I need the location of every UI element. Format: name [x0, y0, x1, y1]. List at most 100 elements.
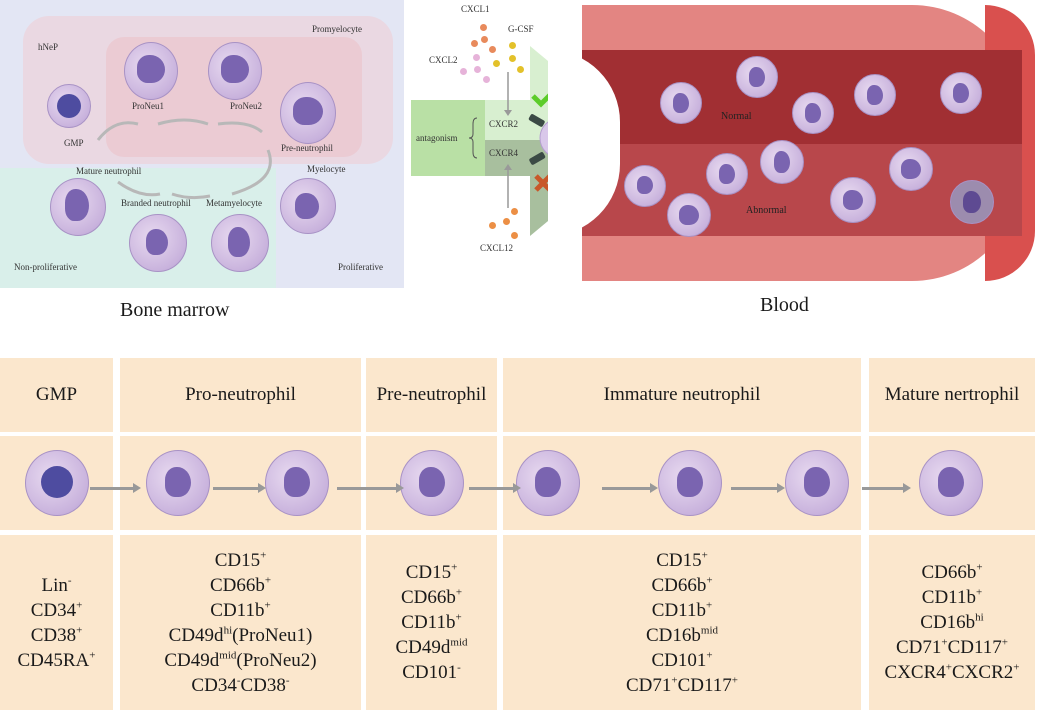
antagonism-label: antagonism: [416, 133, 458, 143]
arrow-proneu2-to-pre: [217, 121, 263, 134]
myelocyte-cell-icon: [280, 178, 336, 234]
stage-cell-icon: [785, 450, 849, 516]
marker-item: CD15+: [656, 549, 708, 571]
pre-neutrophil-label: Pre-neutrophil: [281, 143, 333, 153]
marker-item: CD66b+: [651, 574, 713, 596]
cxcl1-label: CXCL1: [461, 4, 490, 14]
abnormal-cell-icon: [624, 165, 666, 207]
marker-item: CD38+: [30, 624, 83, 646]
cxcl2-label: CXCL2: [429, 55, 458, 65]
marker-item: CD49dhi(ProNeu1): [168, 624, 313, 646]
arrow-pre-to-meta: [231, 149, 272, 196]
marker-item: CD11b+: [401, 611, 462, 633]
pre-neutrophil-cell-icon: [280, 82, 336, 144]
normal-neutrophil-icon: [854, 74, 896, 116]
marker-item: CD101-: [402, 661, 461, 683]
progression-arrow: [602, 483, 658, 493]
bone-marrow-caption: Bone marrow: [120, 299, 230, 321]
marker-item: CD49dmid(ProNeu2): [164, 649, 317, 671]
cxcl1-dot: [489, 46, 496, 53]
stage-cell-icon: [516, 450, 580, 516]
abnormal-cell-icon: [830, 177, 876, 223]
progression-arrow: [213, 483, 266, 493]
progression-arrow: [90, 483, 141, 493]
marker-item: CD45RA+: [17, 649, 96, 671]
abnormal-label: Abnormal: [746, 205, 787, 216]
stage-cell-icon: [919, 450, 983, 516]
cxcl1-dot: [481, 36, 488, 43]
arrow-banded-to-mature: [117, 180, 161, 197]
metamyelocyte-cell-icon: [211, 214, 269, 272]
marker-item: CD15+: [214, 549, 267, 571]
proneu1-label: ProNeu1: [132, 101, 164, 111]
gcsf-dot: [517, 66, 524, 73]
stage-cell-icon: [25, 450, 89, 516]
cxcl2-dot: [473, 54, 480, 61]
gcsf-dot: [509, 42, 516, 49]
normal-neutrophil-icon: [940, 72, 982, 114]
abnormal-cell-icon: [889, 147, 933, 191]
cxcr4-label: CXCR4: [489, 148, 519, 158]
stage-cell-icon: [265, 450, 329, 516]
maturation-flow-arrows: [96, 118, 272, 200]
cxcl12-dot: [511, 208, 518, 215]
marker-item: CD15+: [405, 561, 458, 583]
stage-header: Immature neutrophil: [503, 358, 861, 432]
stage-cell-icon: [658, 450, 722, 516]
arrow-proneu1-to-proneu2: [157, 118, 209, 126]
progression-arrow: [337, 483, 404, 493]
abnormal-cell-icon: [706, 153, 748, 195]
marker-item: CD71+CD117+: [895, 636, 1009, 658]
marker-item: Lin-: [41, 574, 72, 596]
gcsf-dot: [509, 55, 516, 62]
marker-item: CD66b+: [209, 574, 272, 596]
proneu2-label: ProNeu2: [230, 101, 262, 111]
banded-neutrophil-label: Branded neutrophil: [121, 198, 191, 208]
cxcl12-dot: [511, 232, 518, 239]
antagonism-brace: [468, 117, 478, 159]
myelocyte-label: Myelocyte: [307, 164, 346, 174]
stage-header: Mature nertrophil: [869, 358, 1035, 432]
stage-markers: CD15+CD66b+CD11b+CD49dhi(ProNeu1)CD49dmi…: [120, 535, 361, 710]
metamyelocyte-label: Metamyelocyte: [206, 198, 262, 208]
marker-item: CD66b+: [921, 561, 983, 583]
gmp-label: GMP: [64, 138, 84, 148]
blood-caption: Blood: [760, 294, 809, 316]
proneu2-cell-icon: [208, 42, 262, 100]
cxcl12-label: CXCL12: [480, 243, 514, 253]
marker-item: CD11b+: [921, 586, 983, 608]
stage-header: Pre-neutrophil: [366, 358, 497, 432]
antagonism-box: [411, 100, 485, 176]
abnormal-cell-icon: [950, 180, 994, 224]
normal-neutrophil-icon: [660, 82, 702, 124]
marker-item: CD34-CD38-: [191, 674, 290, 696]
marker-item: CD49dmid: [395, 636, 468, 658]
marker-item: CD16bmid: [645, 624, 719, 646]
stage-cell-icon: [400, 450, 464, 516]
normal-neutrophil-icon: [792, 92, 834, 134]
marker-item: CD11b+: [651, 599, 713, 621]
marker-item: CD101+: [651, 649, 713, 671]
marker-item: CXCR4+CXCR2+: [884, 661, 1020, 683]
mature-neutrophil-label: Mature neutrophil: [76, 166, 142, 176]
proliferative-label: Proliferative: [338, 262, 383, 272]
non-proliferative-label: Non-proliferative: [14, 262, 77, 272]
banded-neutrophil-cell-icon: [129, 214, 187, 272]
marker-item: CD16bhi: [920, 611, 984, 633]
hnep-label: hNeP: [38, 42, 58, 52]
cxcl1-dot: [471, 40, 478, 47]
stage-cell-icon: [146, 450, 210, 516]
cxcl2-dot: [460, 68, 467, 75]
cxcl1-dot: [480, 24, 487, 31]
normal-label: Normal: [721, 111, 752, 122]
cxcr2-receptor-icon: [528, 114, 545, 127]
marker-item: CD34+: [30, 599, 83, 621]
progression-arrow: [731, 483, 785, 493]
progression-arrow: [469, 483, 521, 493]
mature-neutrophil-cell-icon: [50, 178, 106, 236]
gmp-cell-icon: [47, 84, 91, 128]
cxcl12-dot: [489, 222, 496, 229]
stage-header: Pro-neutrophil: [120, 358, 361, 432]
